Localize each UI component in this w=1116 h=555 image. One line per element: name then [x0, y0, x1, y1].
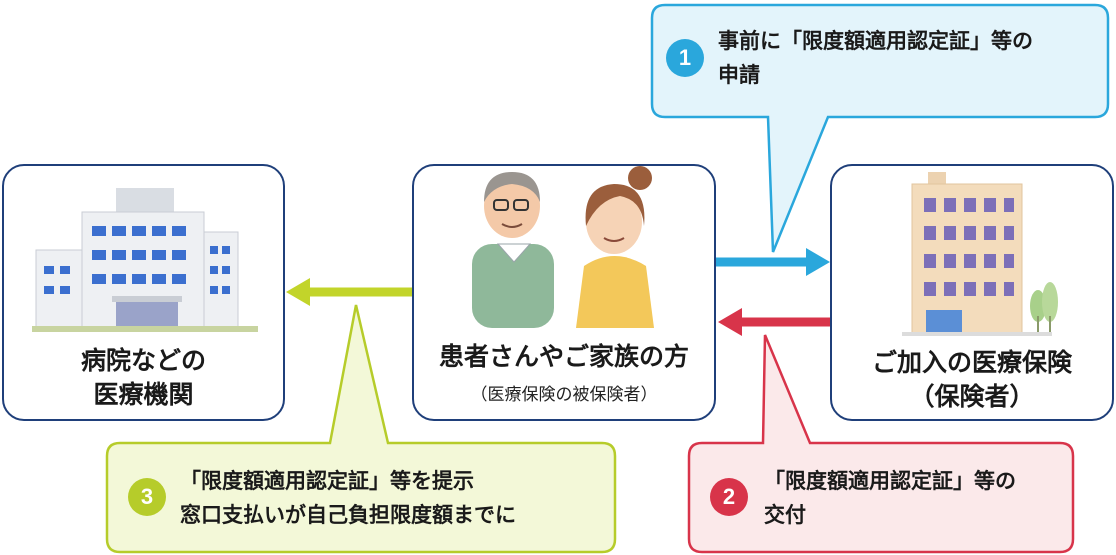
step-1-badge: 1 [666, 39, 704, 77]
hospital-box: 病院などの 医療機関 [2, 164, 285, 421]
arrow-issue-head [718, 308, 742, 336]
patient-sublabel: （医療保険の被保険者） [470, 385, 658, 405]
insurer-label-line2: （保険者） [909, 382, 1035, 411]
hospital-label-line2: 医療機関 [93, 380, 194, 409]
step-3-text-line1: 「限度額適用認定証」等を提示 [180, 469, 474, 493]
step-1-text-line2: 申請 [718, 63, 760, 87]
patient-box: 患者さんやご家族の方 （医療保険の被保険者） [412, 164, 716, 421]
hospital-label-line1: 病院などの [80, 346, 206, 375]
callout-3-bubble [105, 304, 617, 554]
step-1-text-line1: 事前に「限度額適用認定証」等の [718, 29, 1033, 53]
step-2-badge: 2 [710, 478, 748, 516]
insurer-label-line1: ご加入の医療保険 [871, 348, 1072, 377]
arrow-present-head [286, 278, 310, 306]
arrow-apply-head [806, 248, 830, 276]
step-2-text-line1: 「限度額適用認定証」等の [764, 469, 1016, 493]
insurer-building-icon [902, 172, 1058, 336]
insurer-box: ご加入の医療保険 （保険者） [830, 164, 1114, 421]
step-3-badge: 3 [128, 478, 166, 516]
step-2-text-line2: 交付 [764, 503, 806, 527]
callout-1-bubble [650, 3, 1110, 253]
step-3-text-line2: 窓口支払いが自己負担限度額までに [180, 503, 516, 527]
callout-2-bubble [687, 334, 1075, 554]
patient-label: 患者さんやご家族の方 [438, 342, 689, 371]
hospital-building-icon [32, 188, 258, 332]
patient-family-icon [472, 166, 654, 328]
